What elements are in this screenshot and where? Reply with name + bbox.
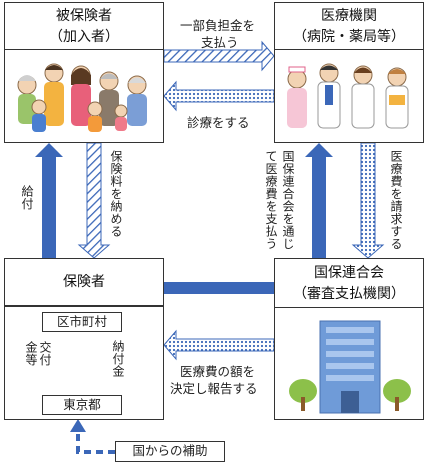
- claim-label: 医療費を請求する: [389, 150, 403, 250]
- grant-label-2: 金等: [24, 341, 38, 366]
- insurer-box: 保険者: [4, 258, 164, 306]
- municipality-box: 区市町村: [42, 312, 122, 332]
- payout-label: 給付: [20, 185, 34, 210]
- claim-arrow: [351, 142, 385, 259]
- via-federation-label-2: て医療費を支払う: [264, 150, 278, 250]
- national-grant-head: [70, 419, 86, 432]
- copay-label-1: 一部負担金を: [180, 18, 256, 33]
- treatment-arrow: [163, 80, 275, 112]
- premium-label: 保険料を納める: [109, 150, 123, 238]
- via-federation-label-1: 国保連合会を通じ: [281, 150, 295, 250]
- family-illustration: [17, 63, 147, 132]
- payment-label: 納付金: [111, 340, 125, 378]
- copay-label-2: 支払う: [201, 35, 239, 50]
- insurer-federation-bar: [164, 282, 274, 294]
- report-label-1: 医療費の額を: [180, 364, 256, 379]
- national-grant-box: 国からの補助: [115, 441, 225, 462]
- building-illustration: [289, 320, 411, 414]
- treatment-label: 診療をする: [187, 115, 250, 130]
- medical-staff-illustration: [287, 63, 409, 129]
- insured-subtitle: （加入者）: [49, 29, 119, 45]
- federation-title: 国保連合会: [314, 265, 384, 281]
- report-arrow: [163, 329, 275, 361]
- medical-box: 医療機関 （病院・薬局等）: [274, 2, 424, 143]
- insured-box: 被保険者 （加入者）: [4, 2, 164, 143]
- federation-subtitle: （審査支払機関）: [293, 286, 405, 302]
- medical-title: 医療機関: [321, 8, 377, 24]
- tokyo-box: 東京都: [42, 395, 122, 415]
- medical-subtitle: （病院・薬局等）: [293, 29, 405, 45]
- premium-arrow: [77, 142, 111, 259]
- copay-arrow: [163, 40, 275, 72]
- insured-title: 被保険者: [56, 8, 112, 24]
- payout-arrow: [35, 143, 63, 258]
- grant-label-1: 交付: [38, 341, 52, 366]
- via-federation-arrow: [305, 143, 333, 258]
- report-label-2: 決定し報告する: [170, 381, 258, 396]
- federation-box: 国保連合会 （審査支払機関）: [274, 258, 424, 420]
- insurer-title: 保険者: [63, 274, 105, 290]
- national-grant-line: [76, 430, 115, 454]
